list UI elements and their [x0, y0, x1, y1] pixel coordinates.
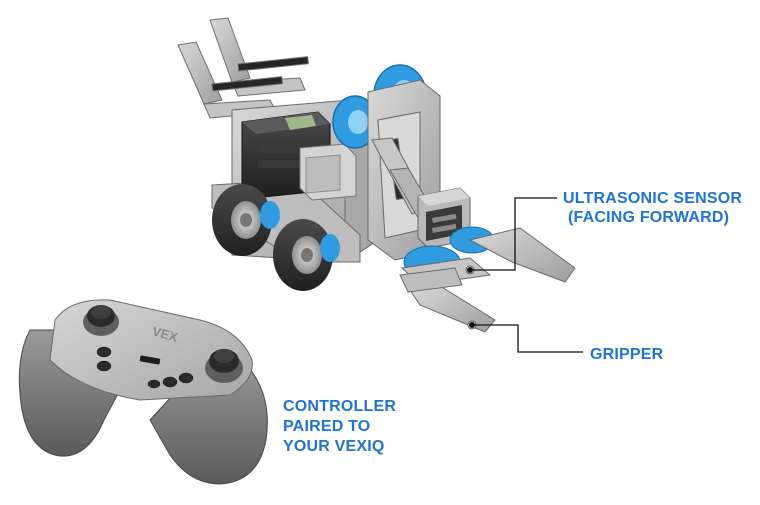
callout-ultrasonic	[470, 197, 557, 271]
right-joystick	[205, 349, 243, 383]
callout-ultrasonic-dot	[467, 267, 473, 273]
gripper	[399, 226, 576, 333]
gripper-label: GRIPPER	[590, 346, 664, 363]
controller-label: CONTROLLER PAIRED TO YOUR VEXIQ	[283, 397, 396, 457]
robot	[177, 17, 576, 333]
ultrasonic-label-line1: ULTRASONIC SENSOR	[563, 190, 743, 207]
left-joystick	[83, 305, 119, 336]
button-l-down	[96, 360, 112, 372]
button-l-up	[96, 346, 112, 358]
brain-screen	[285, 115, 316, 130]
controller-buttons	[96, 346, 194, 389]
ultrasonic-sensor-label: ULTRASONIC SENSOR (FACING FORWARD)	[563, 189, 742, 227]
callout-gripper	[472, 324, 583, 353]
button-r-up	[162, 376, 178, 388]
robot-motor	[299, 143, 357, 201]
ultrasonic-label-line2: (FACING FORWARD)	[568, 209, 730, 226]
button-center	[147, 379, 161, 389]
controller-label-line3: YOUR VEXIQ	[283, 438, 385, 455]
robot-wheel-back	[212, 184, 280, 256]
robot-arm-bars	[177, 17, 309, 119]
controller-indicator	[139, 355, 161, 365]
controller-left-grip	[18, 329, 121, 457]
controller: VEX	[18, 299, 268, 485]
controller-logo: VEX	[150, 323, 179, 345]
controller-label-line1: CONTROLLER	[283, 398, 397, 415]
controller-label-line2: PAIRED TO	[283, 418, 371, 435]
vex-logo: VEX	[150, 323, 179, 345]
callout-gripper-dot	[469, 322, 475, 328]
robot-wheel-front	[273, 219, 340, 291]
button-r-down	[178, 372, 194, 384]
